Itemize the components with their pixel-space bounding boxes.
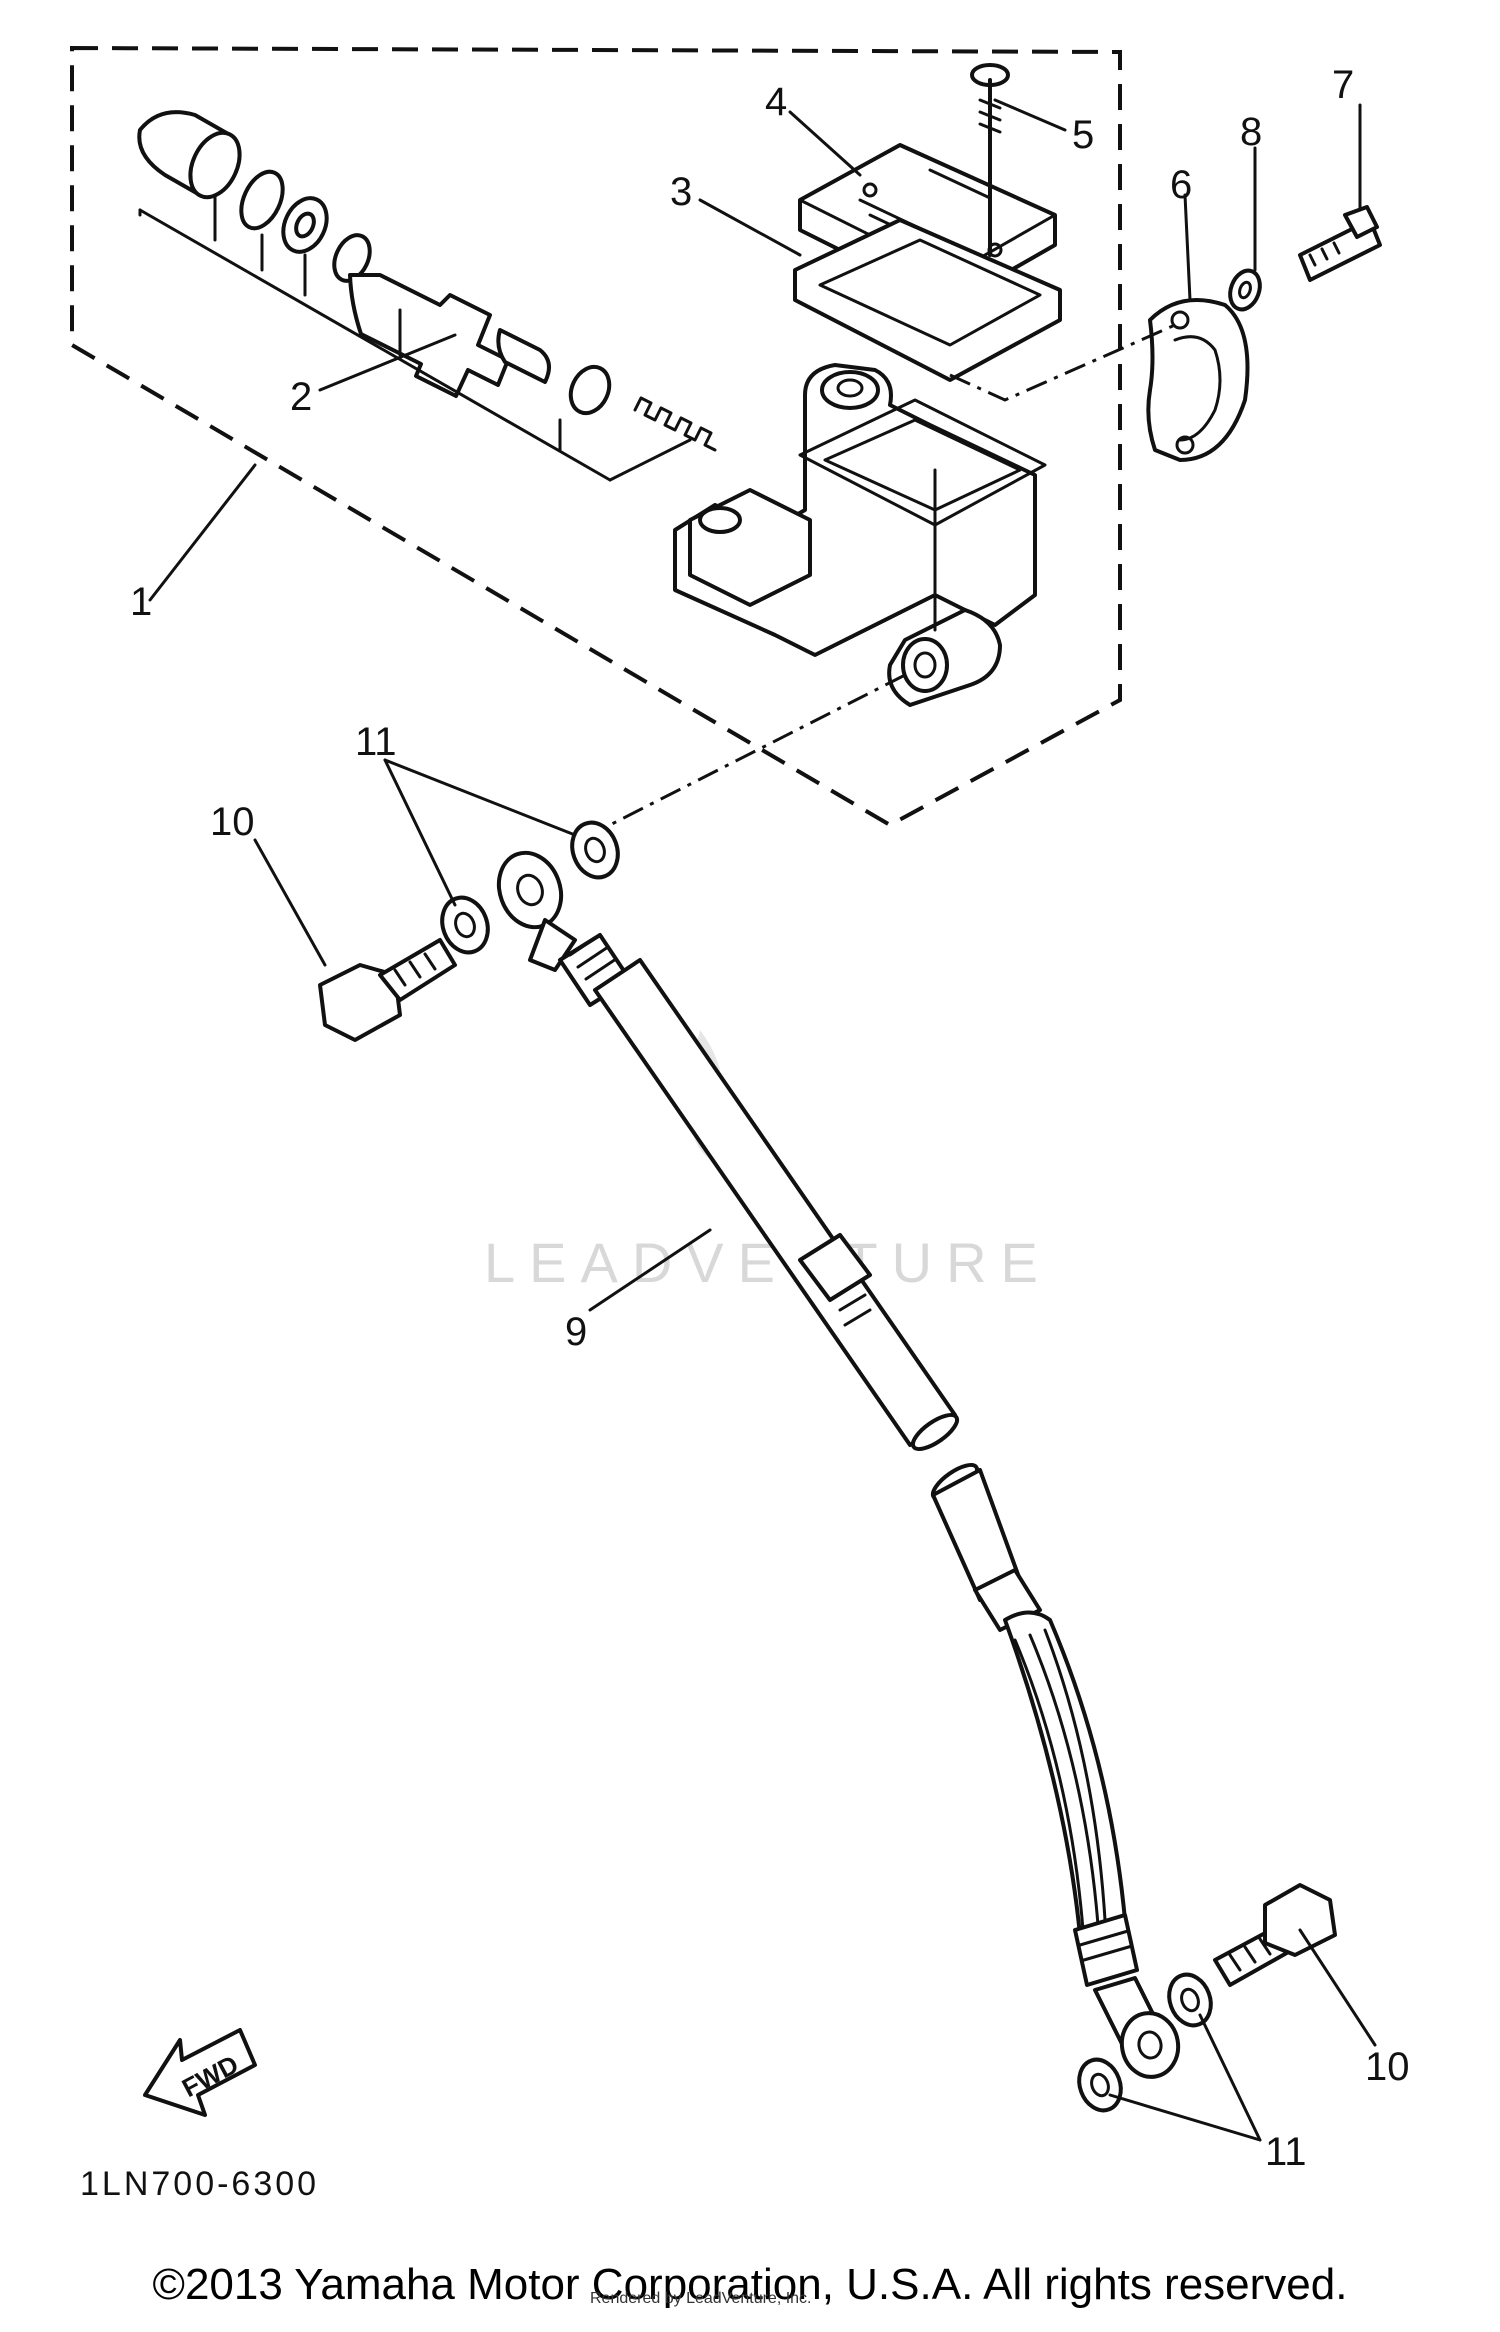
alignment-line-cap: [949, 323, 1176, 402]
fwd-arrow: FWD: [143, 2028, 257, 2117]
leader-lines: [148, 98, 1377, 2142]
alignment-line-banjo: [599, 673, 906, 832]
washer-part-11-lower: [1077, 1972, 1213, 2113]
piston-kit-part-2: [137, 110, 717, 482]
diaphragm-part-3: [793, 218, 1062, 382]
callout-11-lower: 11: [1265, 2130, 1307, 2174]
callout-4: 4: [765, 80, 787, 124]
diagram-code: 1LN700-6300: [80, 2165, 319, 2203]
callout-7: 7: [1332, 63, 1354, 107]
master-cylinder-body-part-1: [673, 363, 1047, 707]
render-credit: Rendered by LeadVenture, Inc.: [590, 2290, 812, 2307]
washer-part-11-upper: [440, 820, 620, 955]
washer-part-8: [1228, 268, 1262, 312]
brake-hose-part-9: [496, 850, 960, 1452]
callout-6: 6: [1170, 163, 1192, 207]
screw-part-5: [970, 63, 1010, 257]
callout-9: 9: [565, 1310, 587, 1354]
copyright-notice: ©2013 Yamaha Motor Corporation, U.S.A. A…: [152, 2260, 1348, 2309]
bolt-part-7: [1298, 205, 1382, 282]
callout-10-upper: 10: [210, 800, 255, 844]
callout-1: 1: [130, 580, 152, 624]
callout-10-lower: 10: [1365, 2045, 1410, 2089]
callout-5: 5: [1072, 113, 1094, 157]
callout-3: 3: [670, 170, 692, 214]
watermark-text: LEADVENTURE: [484, 1231, 1052, 1294]
callout-11-upper: 11: [355, 720, 397, 764]
callout-8: 8: [1240, 110, 1262, 154]
union-bolt-part-10-upper: [318, 938, 457, 1042]
callout-2: 2: [290, 375, 312, 419]
union-bolt-part-10-lower: [1213, 1883, 1337, 1987]
brake-hose-part-9-lower: [930, 1462, 1181, 2079]
callout-labels: 1 2 3 4 5 6 7 8 9 10 11 10 11: [130, 63, 1410, 2174]
holder-part-6: [1146, 298, 1250, 462]
